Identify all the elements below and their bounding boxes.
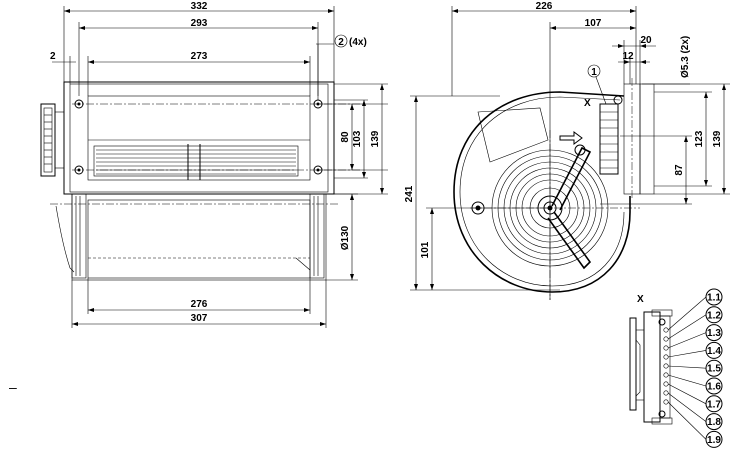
terminal-callout-circle	[705, 359, 723, 377]
terminal-leader	[667, 314, 707, 340]
dim-20: 20	[640, 35, 652, 46]
scroll-housing	[453, 91, 631, 293]
side-flange-right	[295, 193, 325, 279]
terminal-leader	[667, 392, 707, 422]
dim-dia-130: Ø130	[340, 225, 351, 250]
dim-139-side: 139	[712, 130, 723, 147]
dash-mark: –	[9, 379, 17, 395]
dim-12: 12	[622, 51, 634, 62]
callout-2: 2	[338, 37, 344, 48]
terminal-callout-circle	[705, 341, 723, 359]
detail-x-marker: X	[584, 98, 591, 109]
terminal-label: 1.5	[707, 364, 721, 375]
dim-dia-5-3: Ø5.3 (2x)	[680, 36, 691, 78]
dim-241: 241	[404, 185, 415, 202]
terminal-callout-circle	[705, 413, 723, 431]
dim-226: 226	[536, 1, 553, 12]
terminal-callout-circle	[705, 288, 723, 306]
dim-80: 80	[340, 131, 351, 143]
dim-139: 139	[370, 130, 381, 147]
dim-293: 293	[191, 18, 208, 29]
terminal-leader	[667, 365, 707, 369]
dim-2: 2	[50, 51, 56, 62]
side-view: 226 107 20 12 Ø5.3 (2x) 123	[404, 1, 730, 300]
blower-blades-front	[96, 144, 296, 180]
detail-x-title: X	[637, 294, 644, 305]
terminal-callout-circle	[705, 306, 723, 324]
dim-123: 123	[694, 130, 705, 147]
terminal-block-front	[40, 103, 64, 177]
terminal-callout-circle	[705, 377, 723, 395]
dim-307: 307	[191, 313, 208, 324]
dim-273: 273	[191, 51, 208, 62]
terminal-pins	[663, 327, 669, 405]
dim-107: 107	[585, 18, 602, 29]
terminal-leader	[667, 332, 707, 349]
side-flange-left	[55, 193, 87, 279]
dim-87: 87	[674, 164, 685, 176]
detail-x: X 1.1 1.2 1.3 1.4 1.5 1.6 1.7 1.8 1.9	[629, 288, 723, 448]
terminal-leader	[667, 296, 707, 331]
terminal-leader	[667, 401, 707, 440]
dim-101: 101	[420, 241, 431, 258]
dim-103: 103	[352, 130, 363, 147]
terminal-label: 1.2	[707, 310, 721, 321]
terminal-label: 1.1	[707, 293, 721, 304]
terminal-label: 1.3	[707, 328, 721, 339]
terminal-leader	[667, 374, 707, 387]
terminal-callout-circle	[705, 430, 723, 448]
dim-332: 332	[191, 1, 208, 12]
terminal-leader	[667, 350, 707, 358]
terminal-strip-side	[599, 103, 619, 175]
dim-276: 276	[191, 299, 208, 310]
airflow-arrow-icon	[559, 131, 583, 145]
terminal-label: 1.8	[707, 417, 721, 428]
terminal-label: 1.6	[707, 382, 721, 393]
terminal-callout-circle	[705, 324, 723, 342]
terminal-label: 1.7	[707, 399, 721, 410]
terminal-leader	[667, 383, 707, 405]
terminal-callout-circle	[705, 395, 723, 413]
callout-1: 1	[591, 67, 597, 78]
callout-4x: (4x)	[349, 37, 367, 48]
terminal-label: 1.9	[707, 435, 721, 446]
front-view: 332 293 273 2 2 (4x)	[40, 1, 388, 328]
terminal-label: 1.4	[707, 346, 721, 357]
